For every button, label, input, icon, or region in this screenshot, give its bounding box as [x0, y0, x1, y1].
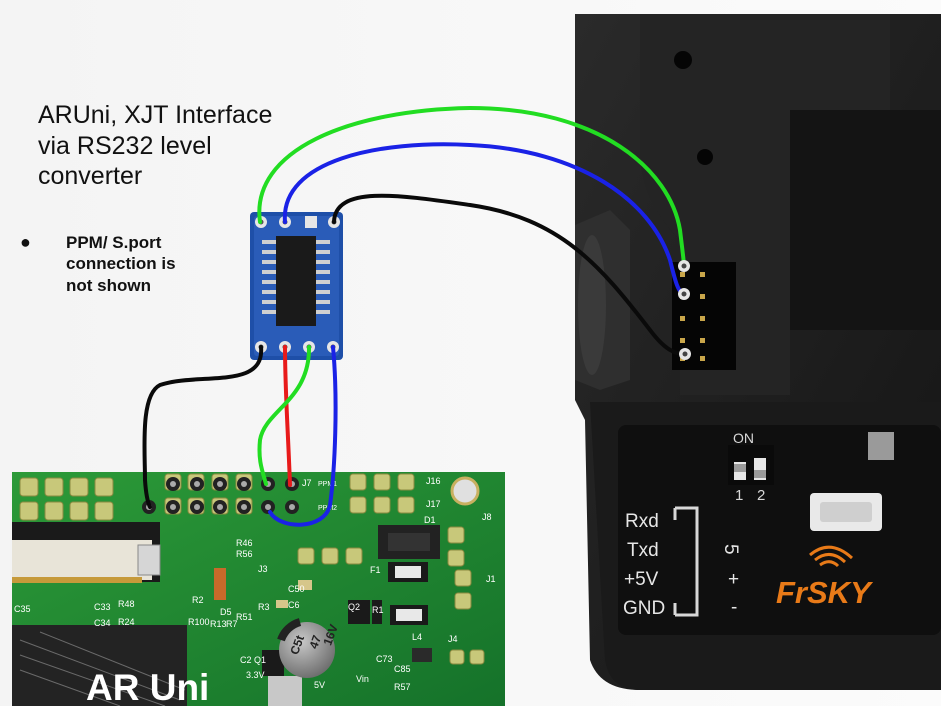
rs232-converter [250, 212, 343, 360]
module-pin-txd: Txd [627, 540, 659, 561]
silk-d5: D5 [220, 607, 232, 617]
bottom-connector [12, 625, 187, 706]
pin-bracket [675, 506, 699, 617]
silk-c2: C2 [240, 655, 252, 665]
silk-vin: Vin [356, 674, 369, 684]
silk-d1: D1 [424, 515, 436, 525]
silk-r3: R3 [258, 602, 270, 612]
wire-blue-top [282, 142, 686, 296]
dip-switch-on-label: ON [733, 430, 754, 446]
frsky-logo: FrSKY [776, 545, 874, 610]
silk-c85: C85 [394, 664, 411, 674]
capacitor-label-1: C5t [287, 634, 307, 657]
silk-j17: J17 [426, 499, 441, 509]
note-line-1: PPM/ S.port [66, 233, 162, 252]
max232-chip [276, 236, 316, 326]
title-line-3: converter [38, 162, 143, 190]
module-polarity-plus: + [728, 569, 739, 590]
silk-j8: J8 [482, 512, 492, 522]
wire-black-bottom [142, 345, 264, 509]
silk-r13: R13 [210, 619, 227, 629]
dip-switch-num-2: 2 [757, 487, 765, 504]
silk-l4: L4 [412, 632, 422, 642]
wire-red [283, 345, 292, 487]
silk-r7: R7 [226, 619, 238, 629]
silk-r51: R51 [236, 612, 253, 622]
xjt-module: Rxd Txd +5V GND + - 5 ON 1 2 FrSKY [575, 14, 941, 690]
silk-r100: R100 [188, 617, 210, 627]
silk-3v3: 3.3V [246, 670, 265, 680]
silk-c6: C6 [288, 600, 300, 610]
wires [142, 105, 687, 527]
connector-pins [678, 260, 691, 360]
resistor [214, 568, 226, 600]
silk-j4: J4 [448, 634, 458, 644]
note-list: ● PPM/ S.port connection is not shown [20, 232, 176, 296]
silk-c34: C34 [94, 618, 111, 628]
silk-q2: Q2 [348, 602, 360, 612]
silk-r2: R2 [192, 595, 204, 605]
svg-text:FrSKY: FrSKY [776, 575, 874, 610]
silk-c73: C73 [376, 654, 393, 664]
status-led [868, 432, 894, 460]
module-label-panel [618, 425, 941, 635]
silk-c33: C33 [94, 602, 111, 612]
title-line-2: via RS232 level [38, 131, 212, 160]
silk-j1: J1 [486, 574, 496, 584]
silk-j7: J7 [302, 478, 312, 488]
wire-green-bottom [257, 345, 312, 486]
capacitor-label-2: 47 [306, 633, 324, 651]
silk-r57: R57 [394, 682, 411, 692]
silk-r48: R48 [118, 599, 135, 609]
silk-j3: J3 [258, 564, 268, 574]
diagram-title: ARUni, XJT Interface via RS232 level con… [38, 100, 338, 192]
wire-black-top [332, 193, 687, 356]
module-pin-5v: +5V [624, 569, 659, 590]
note-bullet: ● [20, 232, 31, 252]
module-polarity-minus: - [731, 597, 737, 618]
aruni-board: C5t 47 16V J7 J16 J17 J8 PPM1 PPM2 R46 R… [12, 472, 505, 706]
note-line-3: not shown [66, 275, 151, 295]
capacitor-label-3: 16V [320, 622, 340, 647]
silk-r46: R46 [236, 538, 253, 548]
silk-ppm1: PPM1 [318, 481, 337, 488]
silk-q1: Q1 [254, 655, 266, 665]
title-line-1: ARUni, XJT Interface [38, 101, 273, 129]
electrolytic-capacitor [279, 622, 335, 678]
wire-blue-bottom [268, 345, 338, 527]
silk-5v: 5V [314, 680, 325, 690]
board-header-pads [19, 473, 485, 665]
module-pin-gnd: GND [623, 598, 665, 619]
note-line-2: connection is [66, 254, 176, 274]
wire-green-top [257, 105, 686, 268]
module-pin-rxd: Rxd [625, 511, 659, 532]
silk-r1: R1 [372, 605, 384, 615]
silk-f1: F1 [370, 565, 381, 575]
dip-switch-num-1: 1 [735, 487, 743, 504]
board-name: AR Uni [86, 667, 209, 706]
silk-r56: R56 [236, 549, 253, 559]
silk-r24: R24 [118, 617, 135, 627]
silk-c50: C50 [288, 584, 305, 594]
module-signal-number: 5 [720, 544, 741, 555]
silk-j16: J16 [426, 476, 441, 486]
silk-c35: C35 [14, 604, 31, 614]
